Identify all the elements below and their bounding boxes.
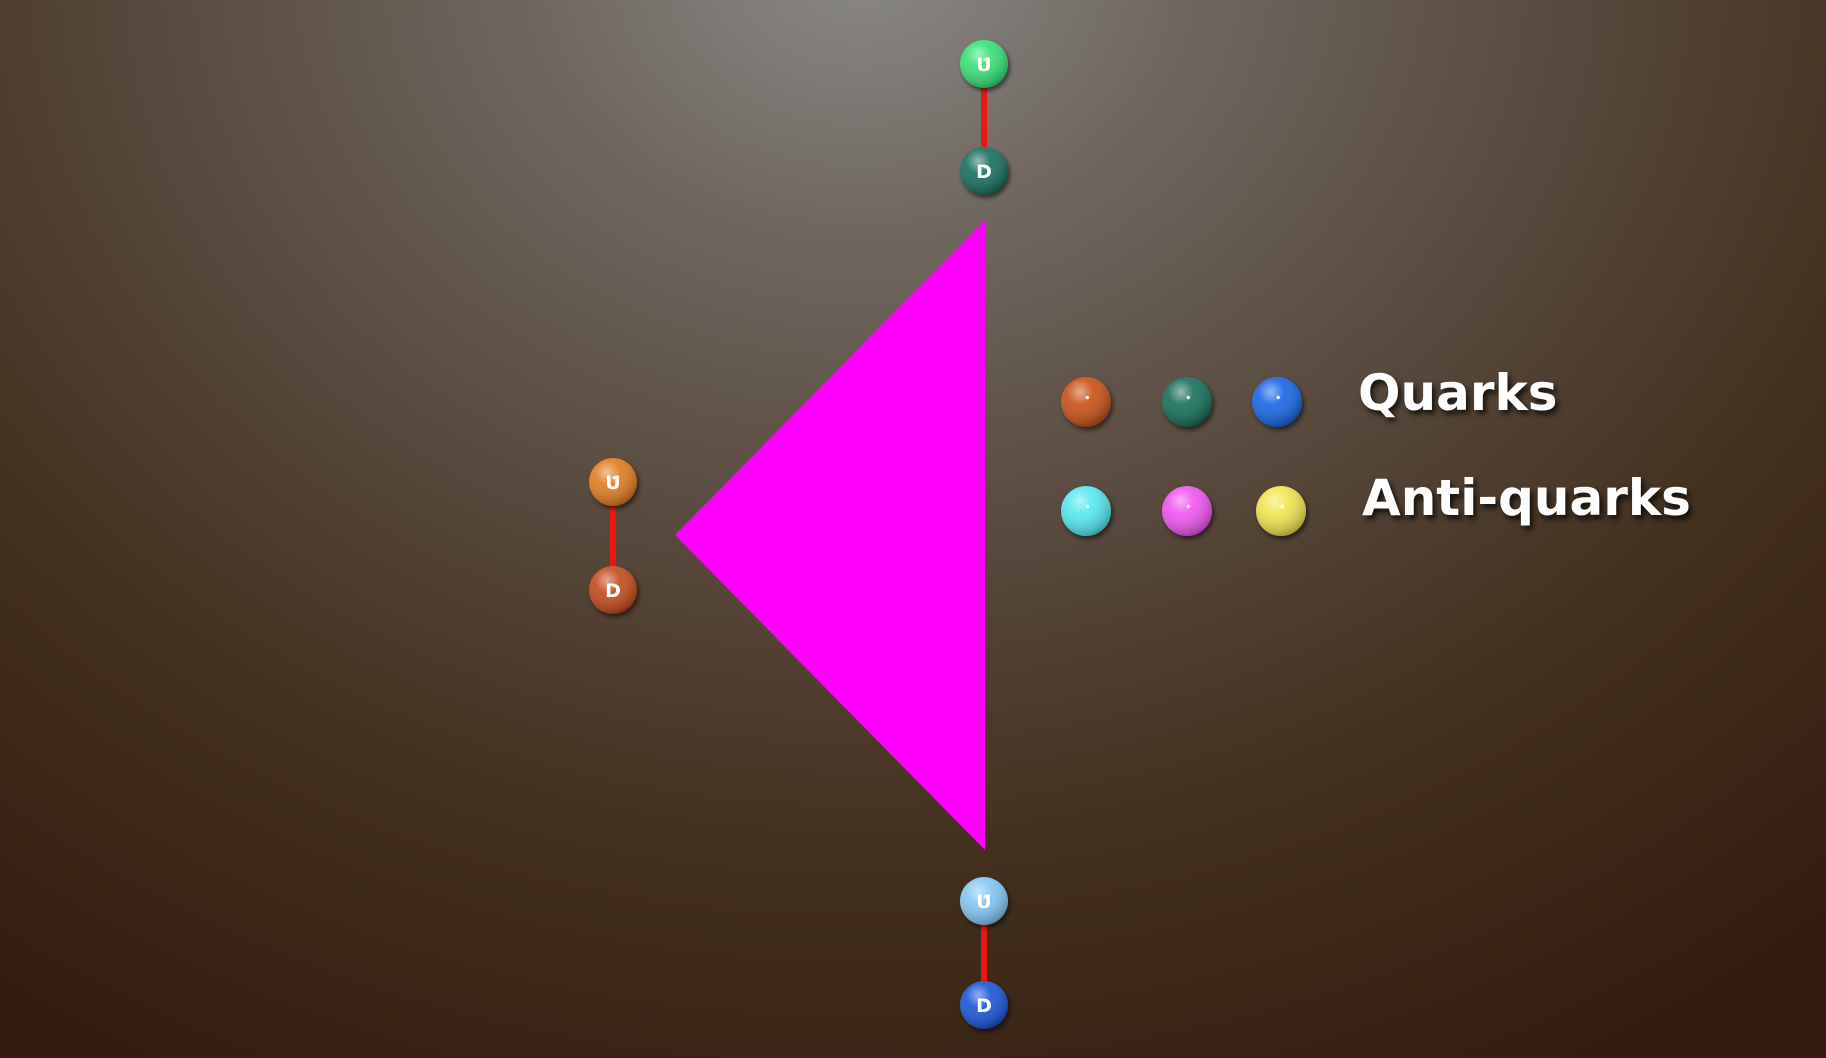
meson-top-up-quark-letter: U [976,54,991,76]
legend-quarks-label: Quarks [1358,364,1558,422]
meson-top-up-quark-shine [960,40,1008,88]
legend-quark-ball-1 [1061,377,1111,427]
meson-top-up-quark-highlight [983,58,987,62]
meson-bottom-up-quark: U [960,877,1008,925]
magenta-triangle [675,220,985,850]
meson-left-up-quark-highlight [612,476,616,480]
meson-top-up-quark: U [960,40,1008,88]
legend-balls [1061,377,1306,536]
meson-left-down-quark-letter: D [605,580,621,602]
legend-antiquark-ball-2-shine [1162,486,1212,536]
legend-antiquark-ball-1 [1061,486,1111,536]
legend-quark-ball-2 [1162,377,1212,427]
meson-top-down-quark: D [960,147,1008,195]
legend-antiquark-ball-3 [1256,486,1306,536]
meson-left: UD [589,458,637,614]
legend-antiquark-ball-3-shine [1256,486,1306,536]
legend-quark-ball-1-shine [1061,377,1111,427]
meson-left-down-quark-highlight [612,584,616,588]
meson-left-up-quark-shine [589,458,637,506]
legend-quark-ball-3-shine [1252,377,1302,427]
legend-antiquark-ball-2 [1162,486,1212,536]
legend-quark-ball-3 [1252,377,1302,427]
legend-quark-ball-3-highlight [1276,395,1280,400]
meson-bottom-up-quark-highlight [983,895,987,899]
legend-quark-ball-2-shine [1162,377,1212,427]
meson-bottom-down-quark-shine [960,981,1008,1029]
meson-top-down-quark-shine [960,147,1008,195]
meson-top: UD [960,40,1008,195]
meson-left-up-quark: U [589,458,637,506]
meson-left-down-quark: D [589,566,637,614]
meson-left-down-quark-shine [589,566,637,614]
meson-top-down-quark-highlight [983,165,987,169]
legend-antiquark-ball-3-highlight [1280,504,1284,509]
legend-antiquark-ball-1-highlight [1085,504,1089,509]
meson-bottom: UD [960,877,1008,1029]
meson-left-up-quark-letter: U [605,472,620,494]
meson-bottom-down-quark-highlight [983,999,987,1003]
legend-antiquark-ball-2-highlight [1186,504,1190,509]
meson-bottom-down-quark: D [960,981,1008,1029]
meson-bottom-up-quark-letter: U [976,891,991,913]
meson-top-down-quark-letter: D [976,161,992,183]
legend-quark-ball-1-highlight [1085,395,1089,400]
meson-bottom-down-quark-letter: D [976,995,992,1017]
legend-quark-ball-2-highlight [1186,395,1190,400]
legend-antiquarks-label: Anti-quarks [1362,469,1691,527]
meson-bottom-up-quark-shine [960,877,1008,925]
legend-antiquark-ball-1-shine [1061,486,1111,536]
